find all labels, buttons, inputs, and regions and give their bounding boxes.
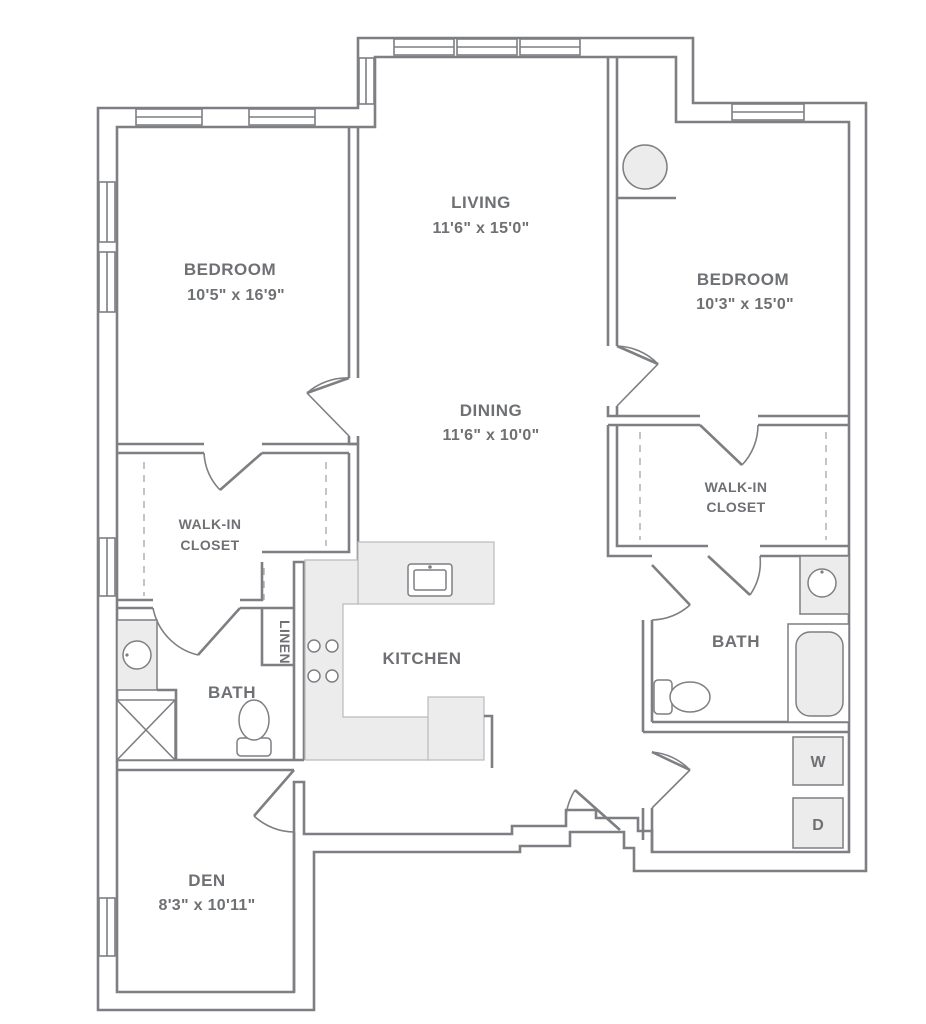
bedroom-right-dim: 10'3" x 15'0" [696, 296, 794, 313]
outer-walls [96, 36, 868, 1012]
walkin-right-line1: WALK-IN [705, 479, 768, 495]
washer-icon [792, 736, 844, 786]
left-bath-fixtures [116, 619, 272, 761]
sink-icon [807, 568, 837, 598]
doors [152, 344, 762, 833]
sink-icon [122, 640, 152, 670]
bath-right-name: BATH [712, 632, 760, 651]
bedroom-left-name: BEDROOM [184, 260, 276, 279]
bath-left-name: BATH [208, 683, 256, 702]
dryer-icon [792, 797, 844, 849]
dining-name: DINING [460, 401, 523, 420]
bedroom-right-name: BEDROOM [697, 270, 789, 289]
laundry: W D [792, 736, 844, 849]
linen-name: LINEN [277, 620, 293, 664]
walkin-right-line2: CLOSET [706, 499, 765, 515]
kitchen-counters [304, 541, 495, 768]
living-name: LIVING [451, 193, 511, 212]
right-bath-fixtures [653, 555, 850, 723]
kitchen-name: KITCHEN [382, 649, 461, 668]
dining-dim: 11'6" x 10'0" [443, 427, 540, 444]
walkin-left-line1: WALK-IN [179, 516, 242, 532]
windows [98, 38, 805, 957]
walkin-left-line2: CLOSET [180, 537, 239, 553]
den-name: DEN [188, 871, 225, 890]
room-labels: BEDROOM 10'5" x 16'9" LIVING 11'6" x 15'… [159, 193, 794, 914]
living-dim: 11'6" x 15'0" [433, 220, 530, 237]
toilet-icon [653, 679, 711, 715]
closet-rods [143, 432, 827, 600]
den-dim: 8'3" x 10'11" [159, 897, 256, 914]
cooktop-icon [307, 639, 339, 683]
bedroom-left-dim: 10'5" x 16'9" [187, 287, 285, 304]
dryer-label: D [812, 817, 824, 834]
water-heater-icon [622, 144, 668, 190]
toilet-icon [236, 699, 272, 757]
washer-label: W [810, 754, 826, 771]
